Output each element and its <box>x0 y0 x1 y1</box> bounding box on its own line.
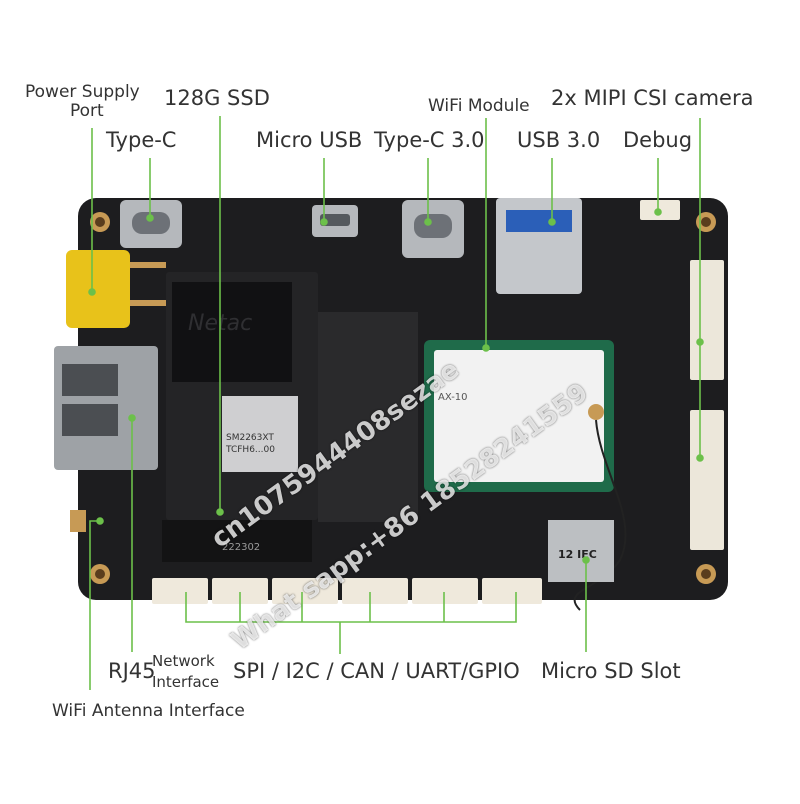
label-mipi-csi: 2x MIPI CSI camera <box>551 86 754 110</box>
gpio-headers <box>152 578 542 604</box>
module-text: AX-10 <box>438 392 468 403</box>
label-gpio: SPI / I2C / CAN / UART/GPIO <box>233 659 520 683</box>
label-usb-30: USB 3.0 <box>517 128 601 152</box>
sd-text: 12 IEC <box>558 548 597 561</box>
label-debug: Debug <box>623 128 693 152</box>
label-power-supply-port: Port <box>70 101 104 121</box>
m2-slot <box>318 312 418 522</box>
label-network: Network <box>152 652 215 670</box>
mounting-holes <box>90 212 716 584</box>
wifi-antenna-interface <box>70 510 86 532</box>
label-type-c: Type-C <box>106 128 177 152</box>
label-type-c-30: Type-C 3.0 <box>374 128 485 152</box>
mipi-csi-connector-2 <box>690 410 724 550</box>
label-wifi-module: WiFi Module <box>428 96 530 116</box>
label-ssd: 128G SSD <box>164 86 270 110</box>
label-micro-sd: Micro SD Slot <box>541 659 681 683</box>
chip-line1: SM2263XT <box>226 433 274 443</box>
label-network-interface: Interface <box>152 673 220 691</box>
label-rj45: RJ45 <box>108 659 156 683</box>
leader-lines <box>88 116 704 690</box>
micro-sd-slot <box>548 520 614 582</box>
power-supply-port <box>66 250 130 328</box>
chip-line2: TCFH6...00 <box>225 445 275 455</box>
antenna-connector <box>588 404 604 420</box>
ssd-controller-chip <box>222 396 298 472</box>
label-micro-usb: Micro USB <box>256 128 363 152</box>
mipi-csi-connector-1 <box>690 260 724 380</box>
label-wifi-antenna: WiFi Antenna Interface <box>52 701 245 721</box>
label-power-supply: Power Supply <box>25 82 140 102</box>
slot-code: 222302 <box>222 542 260 553</box>
